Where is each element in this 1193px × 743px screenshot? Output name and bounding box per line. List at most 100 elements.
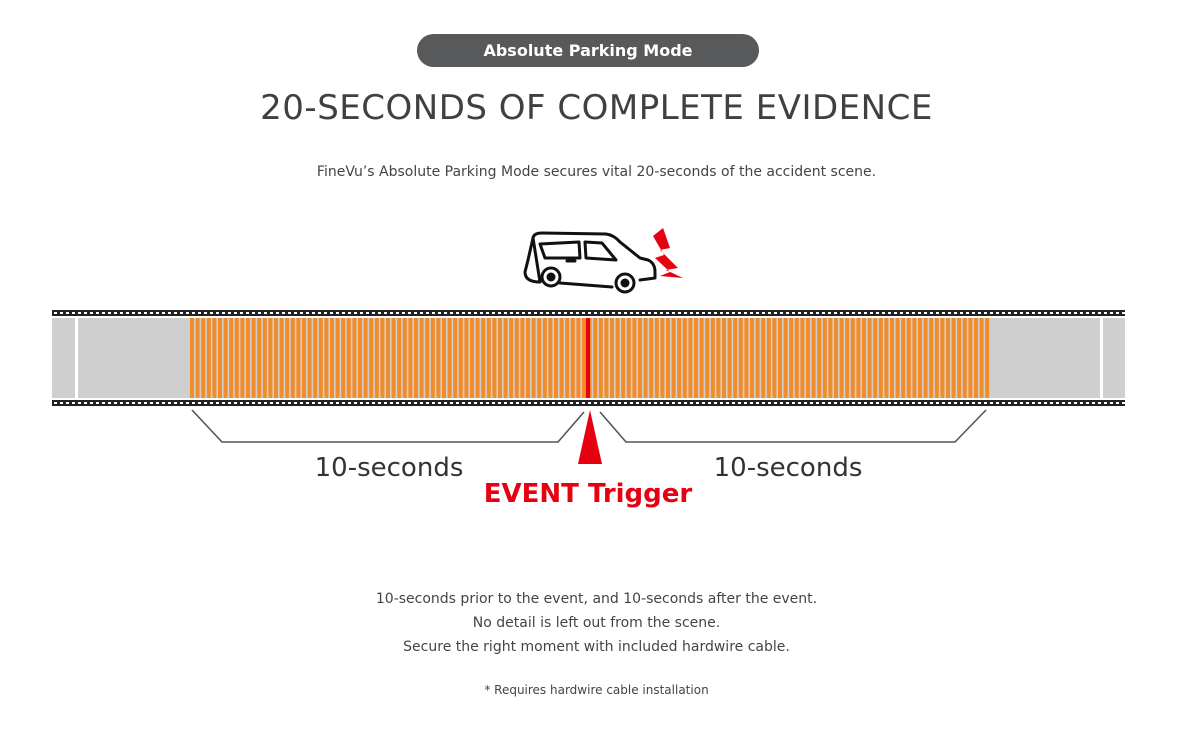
recorded-frame	[951, 318, 956, 398]
sprocket-hole	[630, 312, 633, 314]
recorded-frame	[268, 318, 273, 398]
recorded-frame	[548, 318, 553, 398]
recorded-frame	[755, 318, 760, 398]
sprocket-hole	[1002, 402, 1005, 404]
sprocket-hole	[1014, 402, 1017, 404]
sprocket-hole	[696, 402, 699, 404]
sprocket-hole	[78, 402, 81, 404]
sprocket-hole	[1002, 312, 1005, 314]
sprocket-hole	[606, 402, 609, 404]
event-trigger-label: EVENT Trigger	[484, 479, 693, 509]
sprocket-hole	[426, 402, 429, 404]
sprocket-hole	[1068, 402, 1071, 404]
sprocket-hole	[396, 312, 399, 314]
sprocket-hole	[138, 402, 141, 404]
sprocket-hole	[498, 402, 501, 404]
sprocket-hole	[948, 312, 951, 314]
sprocket-hole	[810, 312, 813, 314]
sprocket-hole	[114, 402, 117, 404]
recorded-frame	[531, 318, 536, 398]
recorded-frame	[246, 318, 250, 398]
sprocket-hole	[876, 312, 879, 314]
recorded-frame	[335, 318, 340, 398]
sprocket-hole	[702, 402, 705, 404]
sprocket-hole	[114, 312, 117, 314]
sprocket-hole	[588, 312, 591, 314]
sprocket-hole	[432, 402, 435, 404]
sprocket-hole	[408, 312, 411, 314]
recorded-frame	[190, 318, 194, 398]
sprocket-hole	[1020, 312, 1023, 314]
sprocket-hole	[1008, 402, 1011, 404]
recorded-frame	[274, 318, 278, 398]
recorded-frame	[598, 318, 603, 398]
sprocket-hole	[318, 402, 321, 404]
sprocket-hole	[708, 402, 711, 404]
sprocket-hole	[204, 312, 207, 314]
recorded-frame	[285, 318, 290, 398]
sprocket-hole	[84, 312, 87, 314]
recorded-frame	[654, 318, 659, 398]
sprocket-hole	[222, 312, 225, 314]
sprocket-hole	[468, 312, 471, 314]
recorded-frame	[806, 318, 810, 398]
sprocket-hole	[792, 402, 795, 404]
sprocket-hole	[252, 312, 255, 314]
sprocket-hole	[660, 312, 663, 314]
recorded-frame	[229, 318, 234, 398]
sprocket-hole	[210, 402, 213, 404]
sprocket-hole	[252, 402, 255, 404]
sprocket-hole	[306, 402, 309, 404]
sprocket-hole	[324, 402, 327, 404]
sprocket-hole	[972, 402, 975, 404]
recorded-frame	[783, 318, 788, 398]
sprocket-hole	[1032, 312, 1035, 314]
sprocket-hole	[1092, 402, 1095, 404]
sprocket-hole	[822, 312, 825, 314]
recorded-frame	[929, 318, 934, 398]
sprocket-hole	[240, 312, 243, 314]
sprocket-hole	[636, 312, 639, 314]
sprocket-hole	[510, 402, 513, 404]
sprocket-hole	[606, 312, 609, 314]
sprocket-hole	[216, 312, 219, 314]
sprocket-hole	[414, 402, 417, 404]
sprocket-hole	[966, 312, 969, 314]
sprocket-hole	[786, 312, 789, 314]
sprocket-hole	[888, 402, 891, 404]
sprocket-hole	[924, 312, 927, 314]
recorded-frame	[666, 318, 670, 398]
sprocket-hole	[522, 312, 525, 314]
sprocket-hole	[1050, 402, 1053, 404]
sprocket-hole	[564, 312, 567, 314]
sprocket-hole	[690, 402, 693, 404]
recorded-frame	[414, 318, 418, 398]
recorded-frame	[492, 318, 497, 398]
sprocket-hole	[348, 312, 351, 314]
before-bracket	[191, 409, 585, 443]
sprocket-hole	[258, 402, 261, 404]
recorded-frame	[498, 318, 502, 398]
sprocket-hole	[1026, 402, 1029, 404]
recorded-frame	[554, 318, 558, 398]
sprocket-hole	[816, 312, 819, 314]
recorded-frame	[811, 318, 816, 398]
sprocket-hole	[684, 402, 687, 404]
sprocket-hole	[762, 312, 765, 314]
recorded-frame	[257, 318, 262, 398]
sprocket-hole	[498, 312, 501, 314]
sprocket-hole	[672, 402, 675, 404]
sprocket-hole	[420, 402, 423, 404]
sprocket-hole	[282, 312, 285, 314]
recorded-frame	[251, 318, 256, 398]
recorded-frame	[822, 318, 827, 398]
sprocket-hole	[360, 402, 363, 404]
recorded-frame	[968, 318, 973, 398]
sprocket-hole	[138, 312, 141, 314]
sprocket-hole	[624, 312, 627, 314]
sprocket-hole	[858, 312, 861, 314]
sprocket-hole	[846, 402, 849, 404]
sprocket-hole	[642, 312, 645, 314]
sprocket-hole	[180, 312, 183, 314]
recorded-frame	[324, 318, 329, 398]
